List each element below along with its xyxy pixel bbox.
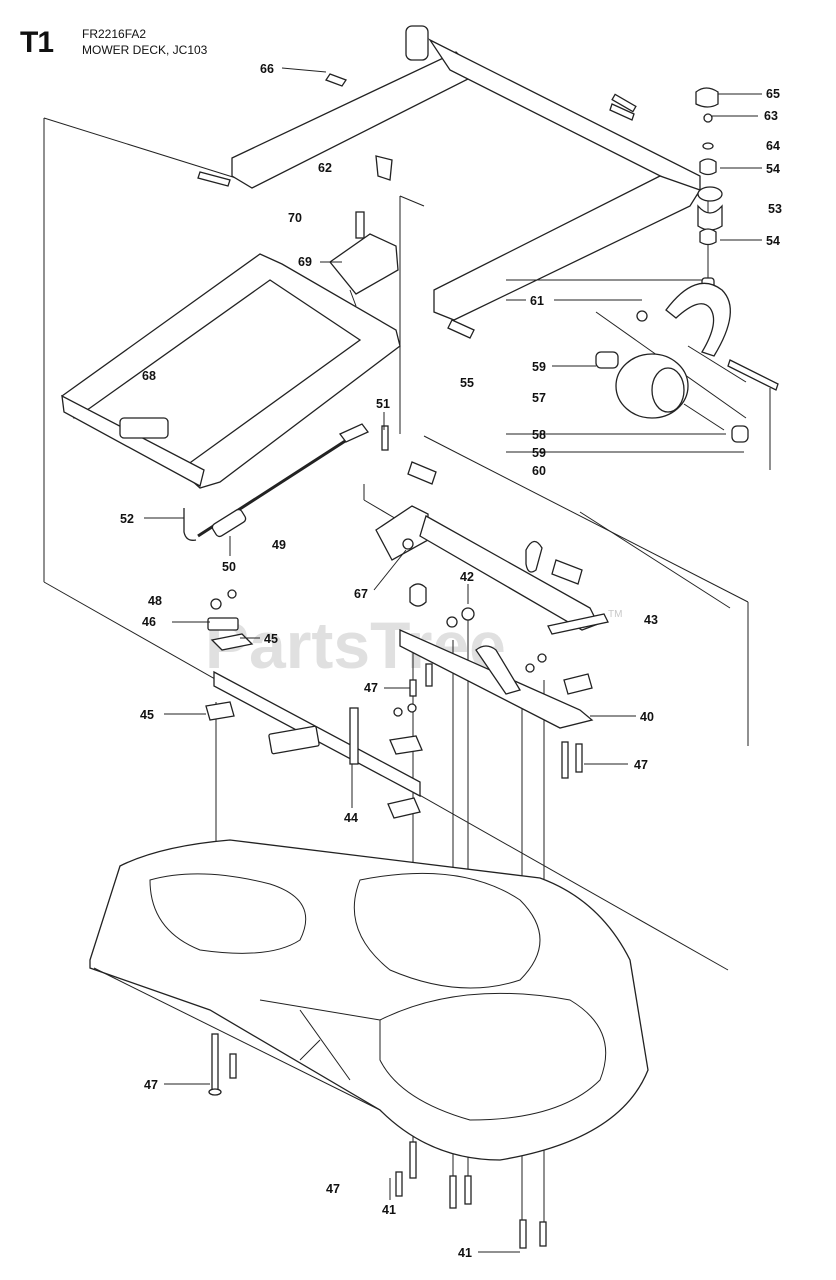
upper-lift-arm (197, 25, 701, 198)
model-number: FR2216FA2 (82, 27, 147, 41)
callout-41: 41 (382, 1203, 396, 1217)
callout-58: 58 (532, 428, 546, 442)
callout-69: 69 (298, 255, 312, 269)
mower-deck-shell (89, 839, 649, 1161)
callout-60: 60 (532, 464, 546, 478)
callout-63: 63 (764, 109, 778, 123)
callout-51: 51 (376, 397, 390, 411)
callout-46: 46 (142, 615, 156, 629)
callout-57: 57 (532, 391, 546, 405)
callout-42: 42 (460, 570, 474, 584)
callout-43: 43 (644, 613, 658, 627)
callout-47-right: 47 (634, 758, 648, 772)
callout-59: 59 (532, 360, 546, 374)
callout-47: 47 (364, 681, 378, 695)
lift-rod (183, 423, 389, 541)
right-arm-wheel-assembly (433, 87, 779, 443)
callout-70: 70 (288, 211, 302, 225)
callout-64: 64 (766, 139, 780, 153)
callout-52: 52 (120, 512, 134, 526)
callout-66: 66 (260, 62, 274, 76)
diagram-title: MOWER DECK, JC103 (82, 43, 208, 57)
callout-67: 67 (354, 587, 368, 601)
callout-49: 49 (272, 538, 286, 552)
front-hanger-frame (61, 253, 401, 489)
callout-41-lower: 41 (458, 1246, 472, 1260)
callout-65: 65 (766, 87, 780, 101)
callout-47-bottom: 47 (326, 1182, 340, 1196)
rear-pivot-bracket (375, 505, 609, 635)
front-axle-assembly (399, 461, 594, 729)
callout-50: 50 (222, 560, 236, 574)
watermark-tm: TM (608, 609, 622, 620)
callout-44: 44 (344, 811, 358, 825)
callout-54-lower: 54 (766, 234, 780, 248)
bolts (208, 93, 637, 1249)
callout-61: 61 (530, 294, 544, 308)
callout-55: 55 (460, 376, 474, 390)
callout-40: 40 (640, 710, 654, 724)
callout-53: 53 (768, 202, 782, 216)
section-id: T1 (20, 26, 54, 59)
callout-54: 54 (766, 162, 780, 176)
callout-59-lower: 59 (532, 446, 546, 460)
callout-62: 62 (318, 161, 332, 175)
callout-45: 45 (264, 632, 278, 646)
center-mount-bracket (329, 211, 399, 307)
callout-68: 68 (142, 369, 156, 383)
callout-48: 48 (148, 594, 162, 608)
callout-47-left: 47 (144, 1078, 158, 1092)
leader-lines (144, 67, 762, 1253)
callout-45-lower: 45 (140, 708, 154, 722)
callouts: 66 65 63 64 54 53 54 62 70 69 61 68 59 5… (120, 62, 782, 1260)
